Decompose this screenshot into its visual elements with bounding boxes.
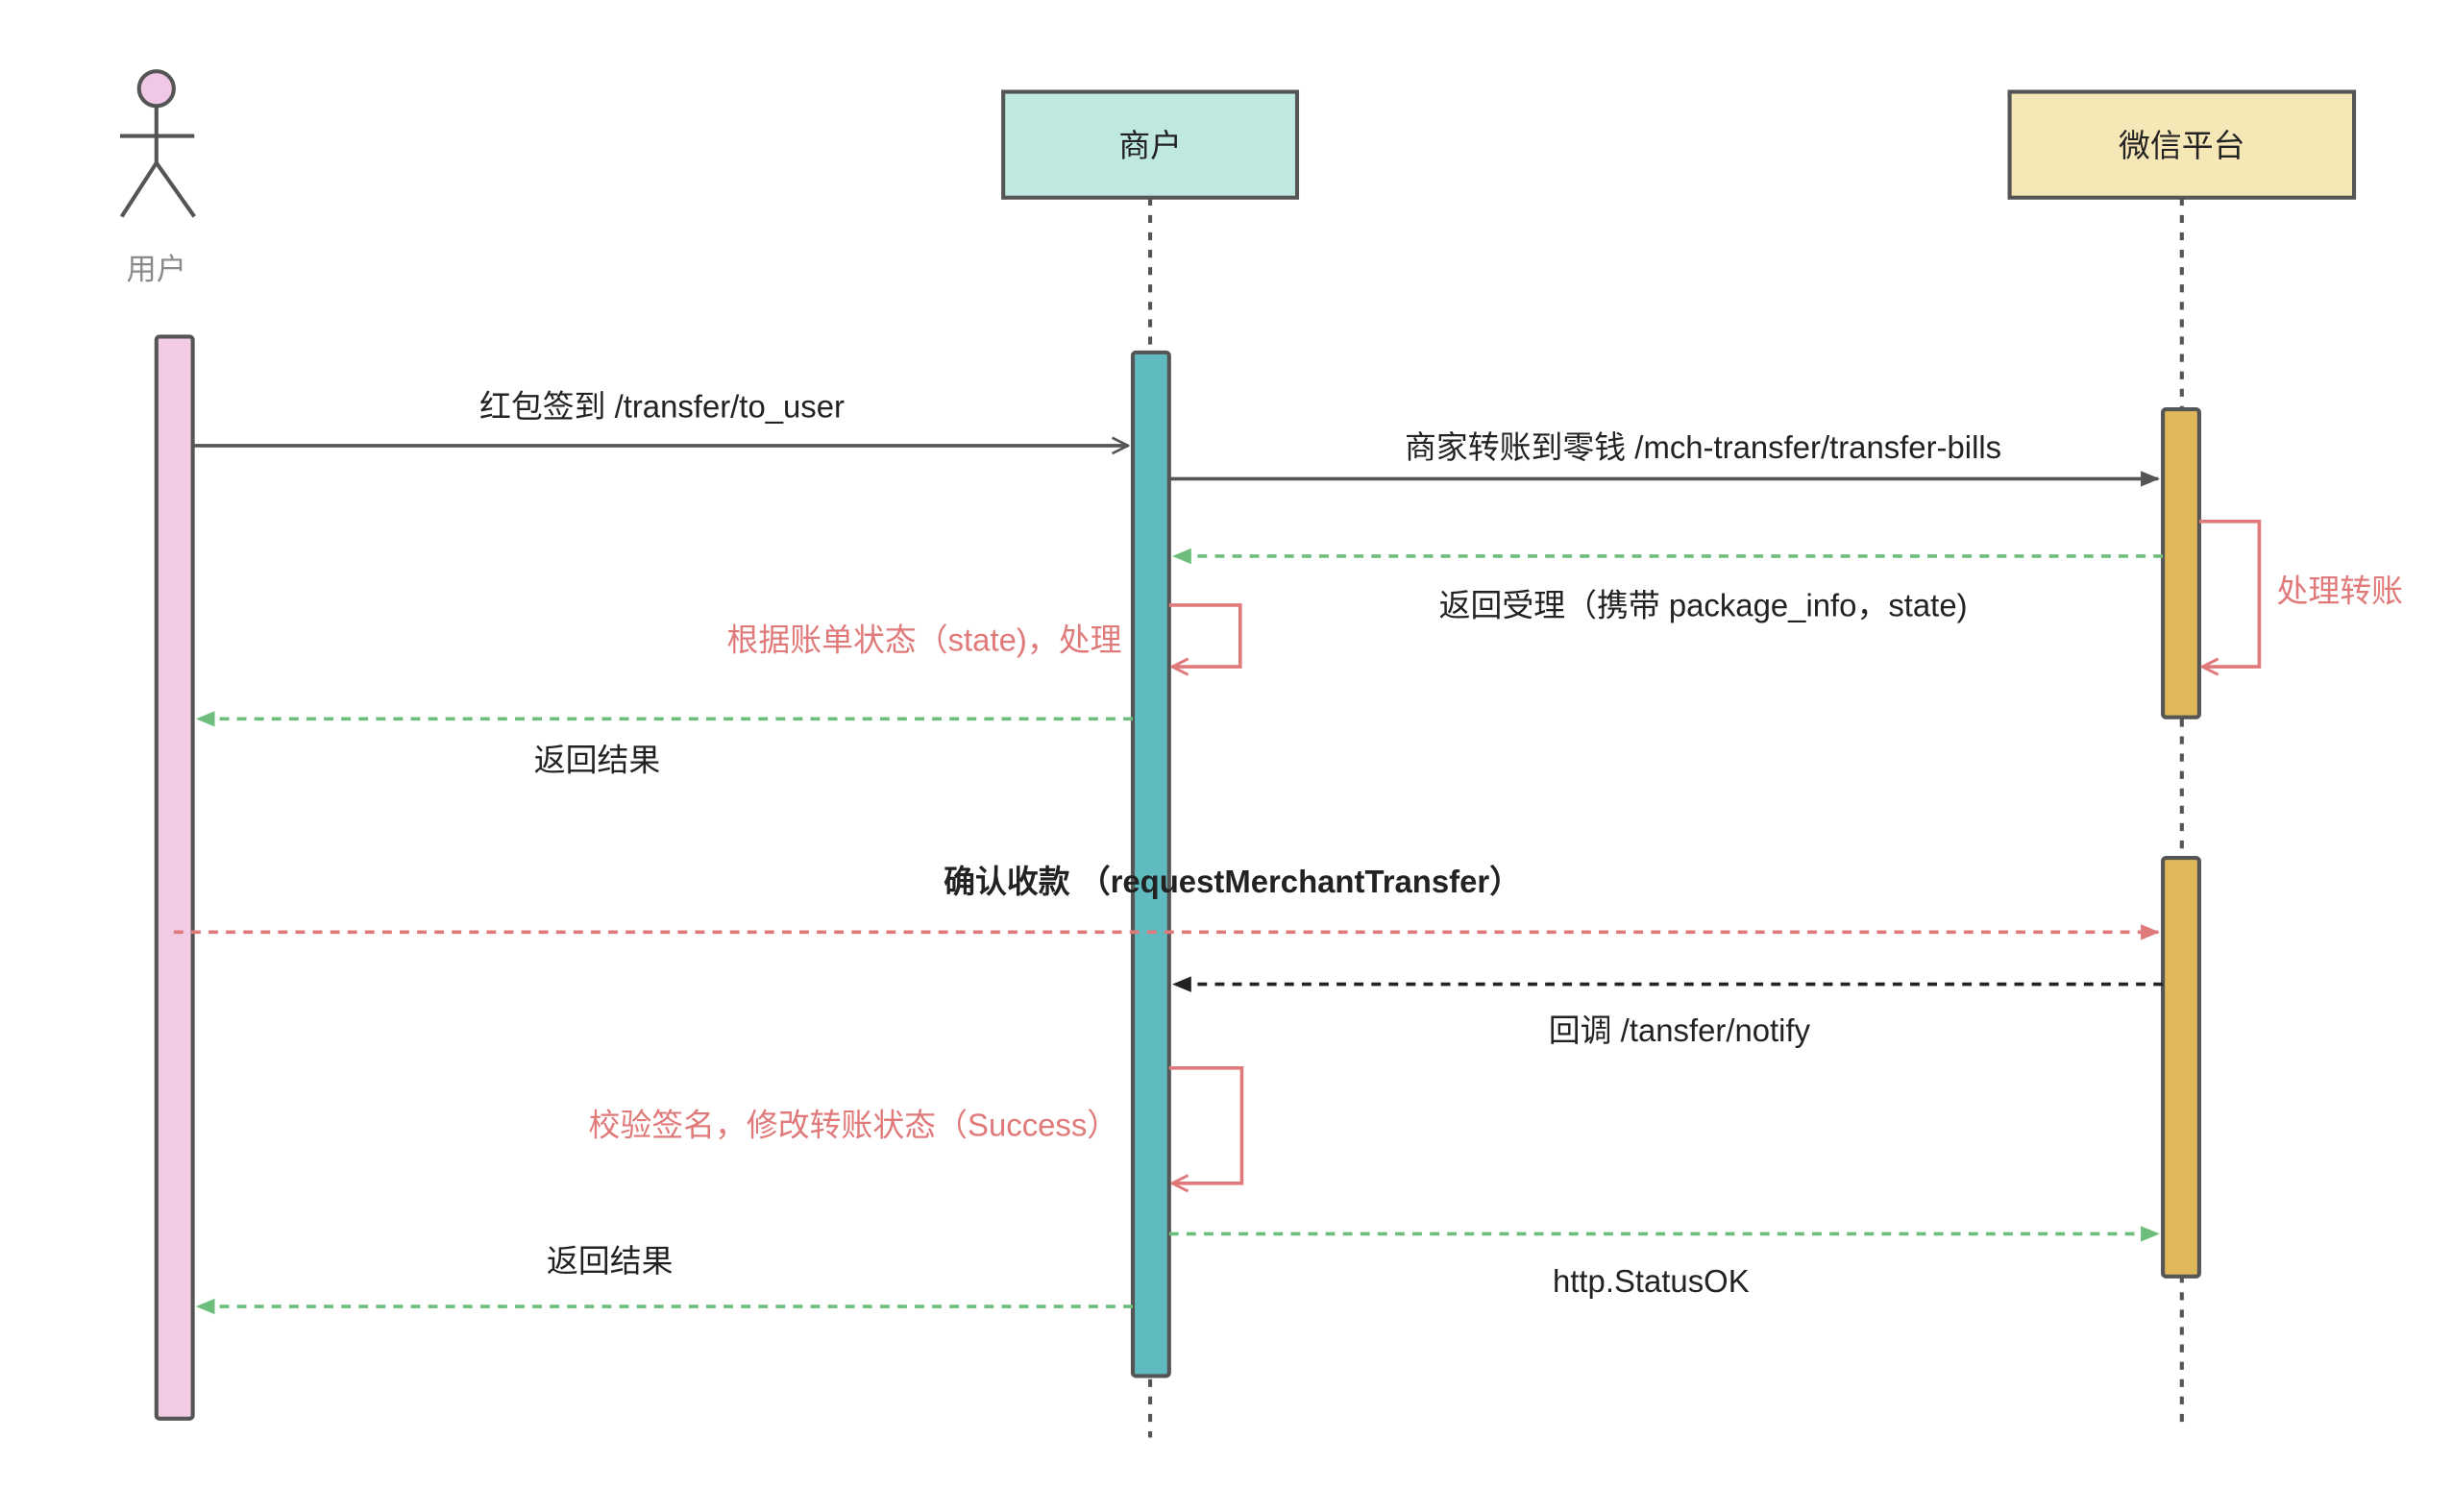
activation-wechat-2	[2161, 856, 2201, 1279]
message-label-confirm-receipt: 确认收款 （requestMerchantTransfer）	[944, 864, 1521, 899]
message-label-status-ok: http.StatusOK	[1553, 1263, 1750, 1299]
participant-wechat-label: 微信平台	[2119, 128, 2245, 163]
participant-merchant-box	[1001, 89, 1300, 200]
message-arrow-process-transfer	[2198, 520, 2262, 667]
message-label-callback-notify: 回调 /tansfer/notify	[1549, 1012, 1811, 1048]
message-arrow-verify-signature	[1168, 1065, 1244, 1183]
actor-user: 用户	[119, 69, 196, 286]
message-label-sign-in: 红包签到 /transfer/to_user	[479, 388, 845, 424]
activation-merchant	[1130, 350, 1171, 1378]
activation-wechat-1	[2161, 407, 2201, 719]
participant-merchant-label: 商户	[1118, 128, 1182, 163]
message-label-verify-signature: 校验签名，修改转账状态（Success）	[589, 1107, 1119, 1142]
actor-leg-left	[119, 161, 159, 218]
message-label-handle-state: 根据账单状态（state)，处理	[726, 622, 1121, 658]
actor-leg-right	[155, 161, 196, 218]
message-label-return-result-1: 返回结果	[534, 743, 661, 778]
message-label-return-result-2: 返回结果	[547, 1243, 674, 1279]
actor-head	[136, 69, 176, 109]
message-label-process-transfer: 处理转账	[2276, 573, 2403, 609]
participant-user-label: 用户	[127, 253, 186, 286]
participant-wechat-box	[2007, 89, 2357, 200]
activation-user	[154, 334, 195, 1421]
message-label-return-accepted: 返回受理（携带 package_info，state)	[1439, 587, 1968, 622]
message-arrow-handle-state	[1168, 603, 1242, 667]
participant-merchant: 商户	[1001, 89, 1300, 200]
participant-wechat: 微信平台	[2007, 89, 2357, 200]
message-label-transfer-bills: 商家转账到零钱 /mch-transfer/transfer-bills	[1405, 429, 2001, 465]
